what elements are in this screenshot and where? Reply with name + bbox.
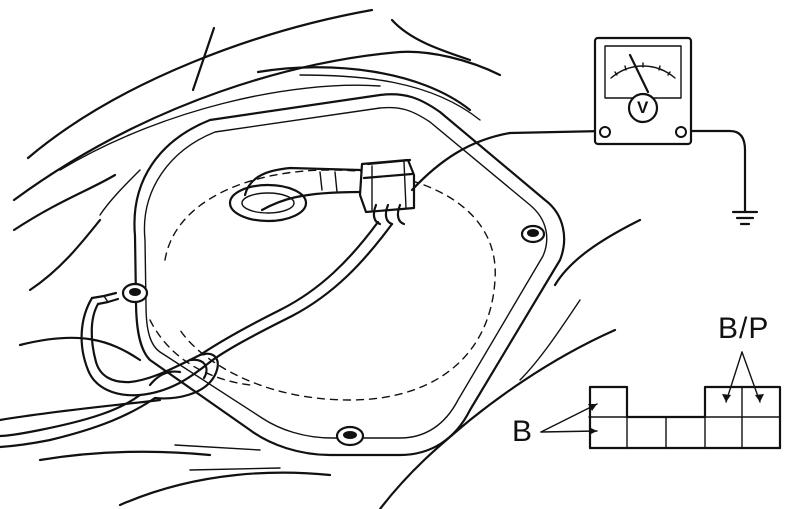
cover-screws <box>121 224 546 447</box>
screw-left <box>121 282 149 304</box>
screw-bottom <box>335 425 365 447</box>
label-leaders <box>540 351 764 435</box>
connector-terminal-face <box>588 385 782 450</box>
voltmeter-icon <box>593 36 693 146</box>
fuel-hose-bend <box>228 166 362 223</box>
ground-icon <box>731 203 759 226</box>
label-wire-bp: B/P <box>718 312 770 345</box>
wire-harness <box>0 220 394 449</box>
pump-connector <box>358 158 416 226</box>
screw-right <box>520 224 546 244</box>
voltmeter-symbol: V <box>637 98 649 117</box>
access-cover-plate <box>133 93 566 457</box>
label-wire-b: B <box>512 415 534 448</box>
probe-lead <box>410 129 747 207</box>
floor-panel-contours <box>0 8 642 509</box>
